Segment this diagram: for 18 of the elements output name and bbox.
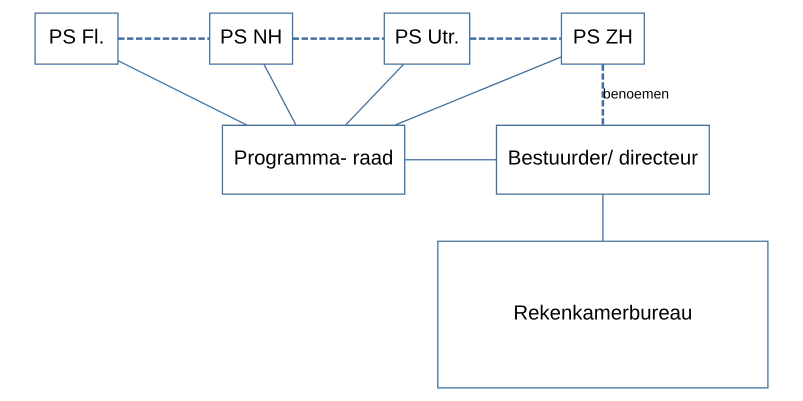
node-box: Programma- raad [222, 124, 406, 195]
connector [292, 37, 384, 40]
connector [470, 37, 562, 40]
edge-label: benoemen [602, 85, 670, 102]
node-box: Rekenkamerbureau [437, 240, 769, 388]
connector [602, 64, 604, 125]
connector [118, 60, 248, 126]
node-box: PS Fl. [34, 12, 119, 65]
node-box: PS ZH [560, 12, 645, 65]
connector [263, 64, 296, 126]
connector [394, 56, 562, 126]
connector [405, 159, 496, 160]
connector [118, 37, 210, 40]
node-box: PS NH [209, 12, 294, 65]
node-box: Bestuurder/ directeur [496, 124, 710, 195]
connector [345, 64, 404, 126]
connector [602, 194, 604, 242]
node-box: PS Utr. [384, 12, 470, 65]
